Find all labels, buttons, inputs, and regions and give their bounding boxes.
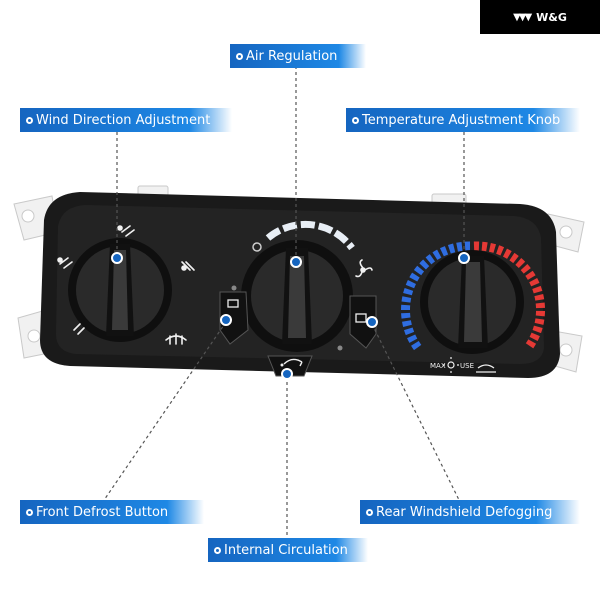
- brand-logo-text: W&G: [536, 10, 567, 24]
- callout-internal-circulation: Internal Circulation: [208, 538, 368, 562]
- callout-air-regulation: Air Regulation: [230, 44, 366, 68]
- callout-label: Temperature Adjustment Knob: [362, 112, 561, 128]
- temperature-knob[interactable]: [420, 250, 524, 354]
- callout-wind-direction: Wind Direction Adjustment: [20, 108, 232, 132]
- wg-logo-icon: ▼▼▼: [513, 11, 532, 23]
- brand-logo: ▼▼▼ W&G: [480, 0, 600, 34]
- vent-feet-icon: [57, 257, 73, 269]
- leader-lines: [99, 66, 465, 540]
- recirculation-button[interactable]: [267, 355, 313, 377]
- rear-defog-button[interactable]: [349, 295, 377, 349]
- callout-temperature: Temperature Adjustment Knob: [346, 108, 580, 132]
- sun-icon: [443, 357, 459, 373]
- hot-scale: [473, 241, 546, 351]
- vent-floor-only-icon: [73, 323, 85, 335]
- fan-icon: [355, 259, 373, 278]
- callout-label: Internal Circulation: [224, 542, 348, 558]
- callout-label: Air Regulation: [246, 48, 338, 64]
- callout-rear-defog: Rear Windshield Defogging: [360, 500, 580, 524]
- fan-speed-scale: [265, 220, 355, 251]
- recirculation-icon: [283, 358, 303, 367]
- anchor-points: [111, 252, 470, 380]
- fan-speed-knob[interactable]: [241, 240, 353, 352]
- cold-scale: [401, 241, 471, 351]
- callout-label: Front Defrost Button: [36, 504, 169, 520]
- vent-face-icon: [117, 225, 135, 237]
- vent-floor-icon: [181, 261, 195, 271]
- off-indicator: [252, 242, 262, 252]
- defrost-icon: [165, 333, 187, 345]
- callout-front-defrost: Front Defrost Button: [20, 500, 204, 524]
- max-label: MAX: [430, 362, 446, 370]
- front-defrost-button[interactable]: [219, 291, 249, 345]
- use-label: USE: [460, 362, 474, 370]
- recirculation-small-icon: [476, 364, 496, 373]
- callout-label: Rear Windshield Defogging: [376, 504, 553, 520]
- wind-direction-knob[interactable]: [68, 238, 172, 342]
- callout-label: Wind Direction Adjustment: [36, 112, 211, 128]
